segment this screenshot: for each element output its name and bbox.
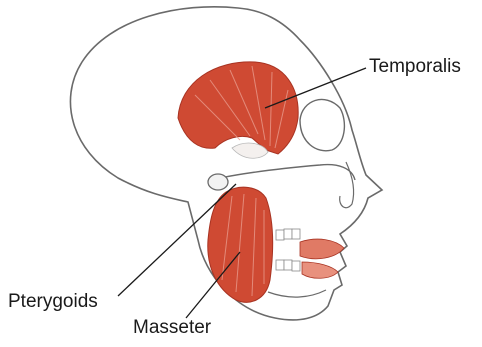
eye-socket: [300, 99, 344, 150]
lip-muscle: [300, 239, 344, 259]
masseter-label: Masseter: [133, 318, 211, 337]
mandible-line: [268, 290, 326, 297]
lower-lip-muscle: [302, 262, 338, 278]
temporalis-label: Temporalis: [369, 57, 461, 76]
zygomatic-arch: [220, 165, 355, 180]
ear-canal: [208, 174, 228, 190]
temporalis-muscle: [178, 62, 298, 154]
pterygoids-label: Pterygoids: [8, 292, 98, 311]
teeth: [276, 229, 300, 271]
